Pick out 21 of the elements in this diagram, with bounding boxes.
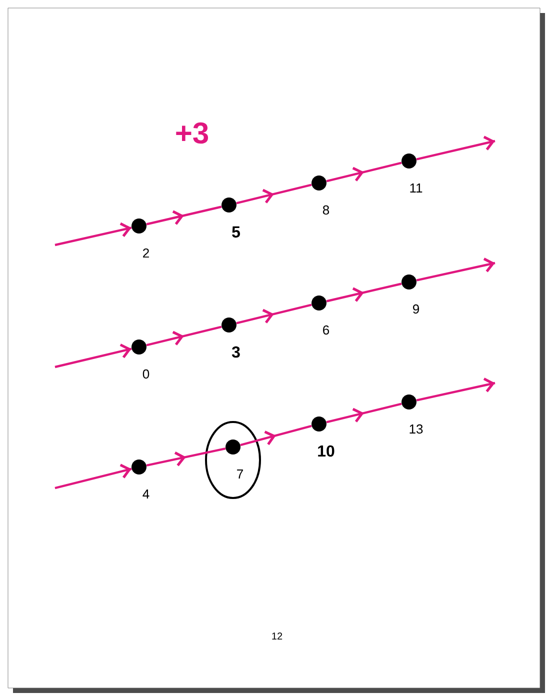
- number-label: 13: [410, 424, 423, 434]
- number-label: 10: [318, 445, 334, 457]
- title: +3: [176, 122, 208, 144]
- arrow: [54, 464, 132, 490]
- number-label: 3: [232, 346, 240, 358]
- ellipse-outline: [205, 421, 261, 499]
- number-label: 7: [237, 470, 243, 478]
- arrow: [416, 258, 496, 282]
- number-label: 11: [410, 184, 422, 192]
- page-number: 12: [272, 632, 282, 640]
- number-label: 8: [322, 205, 330, 215]
- number-label: 0: [142, 369, 150, 379]
- number-label: 6: [323, 325, 330, 335]
- arrow: [416, 378, 496, 402]
- arrow: [416, 136, 496, 160]
- number-label: 2: [143, 248, 149, 258]
- arrow: [54, 222, 132, 246]
- number-label: 9: [413, 304, 419, 314]
- number-label: 4: [142, 490, 150, 498]
- number-label: 5: [232, 226, 240, 238]
- arrow: [54, 344, 132, 368]
